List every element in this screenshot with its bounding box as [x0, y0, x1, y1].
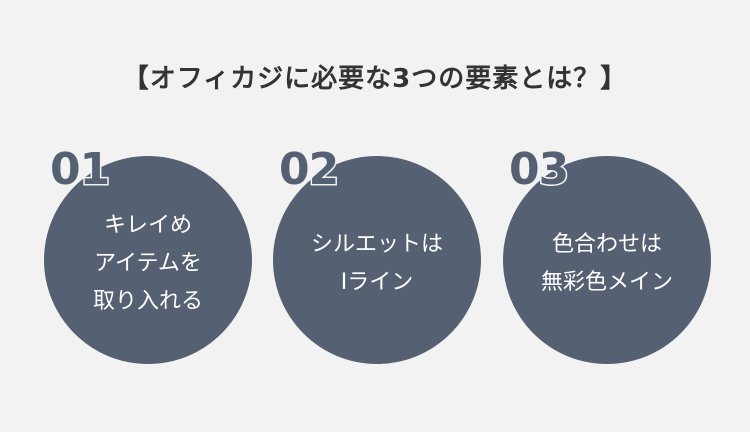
- element-card-2: シルエットは Iライン 02: [273, 146, 481, 364]
- element-2-line-2: Iライン: [340, 270, 414, 295]
- element-3-line-1: 色合わせは: [551, 232, 662, 257]
- element-2-line-1: シルエットは: [310, 232, 443, 257]
- element-1-line-1: キレイめ: [103, 213, 192, 238]
- element-circle-1: キレイめ アイテムを 取り入れる: [44, 156, 252, 364]
- element-text-1: キレイめ アイテムを 取り入れる: [93, 207, 203, 321]
- element-number-2: 02: [277, 144, 340, 195]
- page-title: 【オフィカジに必要な3つの要素とは？】: [122, 64, 628, 94]
- element-card-1: キレイめ アイテムを 取り入れる 01: [44, 146, 252, 364]
- element-3-line-2: 無彩色メイン: [540, 270, 673, 295]
- element-number-3: 03: [507, 144, 570, 195]
- element-circle-2: シルエットは Iライン: [273, 156, 481, 364]
- element-circle-3: 色合わせは 無彩色メイン: [503, 156, 711, 364]
- element-text-3: 色合わせは 無彩色メイン: [541, 226, 673, 302]
- element-1-line-3: 取り入れる: [92, 289, 203, 314]
- element-card-3: 色合わせは 無彩色メイン 03: [503, 146, 711, 364]
- element-1-line-2: アイテムを: [94, 251, 202, 276]
- element-number-1: 01: [48, 144, 111, 195]
- element-text-2: シルエットは Iライン: [311, 226, 443, 302]
